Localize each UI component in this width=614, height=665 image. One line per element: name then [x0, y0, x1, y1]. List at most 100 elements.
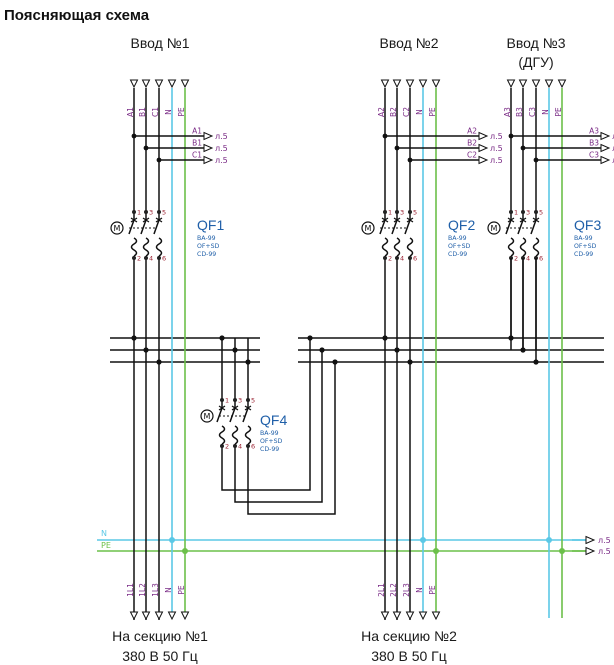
QF3-top-pin-2: 3 — [526, 209, 530, 217]
input-3-wire-label-4: N — [541, 109, 550, 115]
QF4-spec-1: ВА-99 — [260, 430, 279, 437]
QF2-motor-icon — [361, 221, 375, 235]
input-2-tap-ref-2: л.5 — [490, 144, 503, 153]
input-2-tap-arrow-3 — [478, 155, 489, 165]
output-2-terminal-1 — [380, 611, 390, 621]
input-2-bus-dot-2 — [394, 347, 400, 353]
pe-bus-label: PE — [101, 541, 111, 550]
input-1-bus-dot-1 — [131, 335, 137, 341]
n-bus-arrow — [585, 535, 596, 545]
input-3-tap-label-2: B3 — [589, 139, 599, 148]
QF3-release-3 — [532, 237, 540, 257]
input-1-tap-ref-2: л.5 — [215, 144, 228, 153]
input-1-terminal-5 — [180, 79, 190, 89]
QF2-top-pin-dot-2 — [395, 210, 399, 214]
QF2-bottom-pin-3: 6 — [413, 255, 417, 263]
input-1-terminal-4 — [167, 79, 177, 89]
QF4-top-pin-dot-2 — [233, 398, 237, 402]
input-3-tap-label-1: A3 — [589, 127, 599, 136]
output-1-wire-label-2: 1L2 — [138, 583, 147, 597]
QF3-spec-3: CD-99 — [574, 251, 593, 258]
QF2-bottom-pin-dot-2 — [395, 256, 399, 260]
input-2-tap-ref-1: л.5 — [490, 132, 503, 141]
output-sublabel-2: 380 В 50 Гц — [371, 648, 447, 664]
input-3-tap-arrow-3 — [600, 155, 611, 165]
QF4-route-dot-3 — [332, 359, 338, 365]
QF4-route-2 — [234, 350, 323, 503]
input-label-1: Ввод №1 — [131, 35, 190, 51]
input-3-terminal-2 — [518, 79, 528, 89]
input-1-tap-arrow-3 — [203, 155, 214, 165]
QF1-top-pin-dot-3 — [157, 210, 161, 214]
QF3-contact-2 — [517, 219, 524, 235]
input-3-terminal-5 — [557, 79, 567, 89]
input-label-2: Ввод №2 — [380, 35, 439, 51]
QF3-spec-2: OF+SD — [574, 243, 597, 250]
input-2-tap-label-3: C2 — [467, 151, 477, 160]
input-3-tap-ref-3: л.5 — [612, 156, 614, 165]
n-pe-junction-4 — [433, 548, 439, 554]
QF2-cross-3 — [406, 217, 414, 223]
QF2-bottom-pin-1: 2 — [388, 255, 392, 263]
QF1-release-1 — [130, 237, 138, 257]
output-2-terminal-2 — [392, 611, 402, 621]
input-1-tap-label-1: A1 — [192, 127, 202, 136]
QF3-bottom-pin-3: 6 — [539, 255, 543, 263]
input-2-wire-label-4: N — [415, 109, 424, 115]
QF4-spec-3: CD-99 — [260, 446, 279, 453]
QF4-route-dot-1 — [307, 335, 313, 341]
input-2-terminal-3 — [405, 79, 415, 89]
input-1-bus-dot-3 — [156, 359, 162, 365]
QF3-top-pin-3: 5 — [539, 209, 543, 217]
QF4-route-3 — [247, 362, 336, 515]
QF2-top-pin-dot-1 — [383, 210, 387, 214]
input-2-wire-label-3: C2 — [402, 107, 411, 117]
QF4-bottom-pin-1: 2 — [225, 443, 229, 451]
QF3-cross-3 — [532, 217, 540, 223]
QF1-contact-2 — [140, 219, 147, 235]
input-1-wire-label-3: C1 — [151, 107, 160, 117]
QF4-spec-2: OF+SD — [260, 438, 283, 445]
QF1-contact-1 — [128, 219, 135, 235]
QF4-motor-label: M — [204, 412, 211, 421]
n-pe-junction-2 — [182, 548, 188, 554]
input-1-wire-label-4: N — [164, 109, 173, 115]
input-3-terminal-1 — [506, 79, 516, 89]
QF3-release-1 — [507, 237, 515, 257]
input-3-tap-arrow-2 — [600, 143, 611, 153]
QF1-cross-2 — [142, 217, 150, 223]
input-3-terminal-3 — [531, 79, 541, 89]
QF3-title: QF3 — [574, 217, 601, 233]
QF2-release-3 — [406, 237, 414, 257]
output-2-wire-label-3: 2L3 — [402, 583, 411, 597]
input-3-bus-dot-2 — [520, 347, 526, 353]
QF2-release-2 — [393, 237, 401, 257]
input-3-terminal-4 — [544, 79, 554, 89]
QF1-motor-icon — [110, 221, 124, 235]
output-2-terminal-3 — [405, 611, 415, 621]
QF4-route-1 — [221, 338, 311, 491]
QF2-spec-1: ВА-99 — [448, 235, 467, 242]
QF3-contact-1 — [505, 219, 512, 235]
QF3-bottom-pin-1: 2 — [514, 255, 518, 263]
QF2-spec-3: CD-99 — [448, 251, 467, 258]
QF4-cross-2 — [231, 405, 239, 411]
input-2-tap-arrow-1 — [478, 131, 489, 141]
QF1-top-pin-dot-2 — [144, 210, 148, 214]
QF3-cross-2 — [519, 217, 527, 223]
QF1-title: QF1 — [197, 217, 224, 233]
input-2-bus-dot-3 — [407, 359, 413, 365]
output-1-terminal-4 — [167, 611, 177, 621]
QF2-title: QF2 — [448, 217, 475, 233]
input-3-wire-label-3: C3 — [528, 107, 537, 117]
n-pe-junction-1 — [169, 537, 175, 543]
output-sublabel-1: 380 В 50 Гц — [122, 648, 198, 664]
input-1-terminal-2 — [141, 79, 151, 89]
input-3-tap-label-3: C3 — [589, 151, 599, 160]
QF1-motor-label: M — [114, 224, 121, 233]
QF4-bottom-pin-2: 4 — [238, 443, 242, 451]
QF3-top-pin-dot-2 — [521, 210, 525, 214]
QF2-motor-label: M — [365, 224, 372, 233]
output-1-wire-label-1: 1L1 — [126, 583, 135, 597]
input-2-wire-label-5: PE — [428, 107, 437, 117]
